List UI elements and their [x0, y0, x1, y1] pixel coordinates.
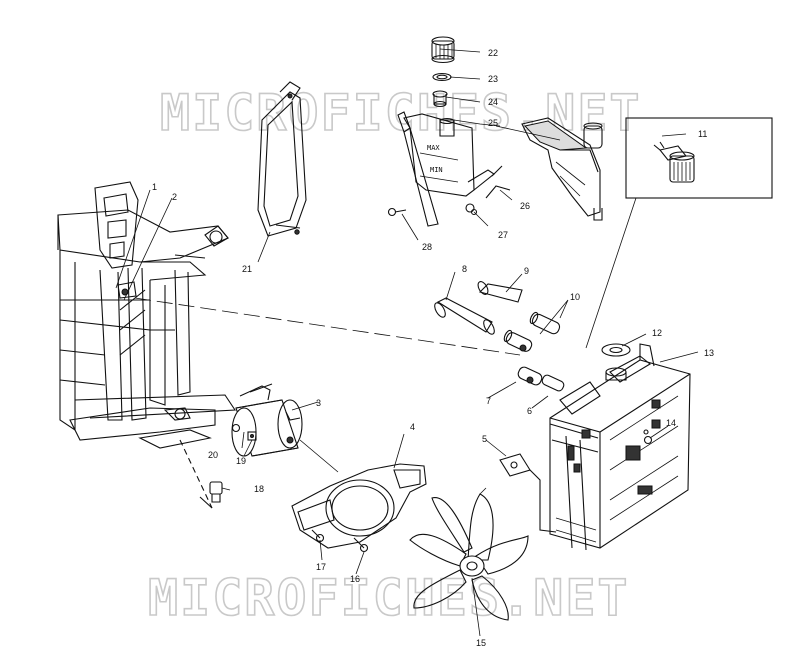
- callout-28: 28: [422, 242, 432, 252]
- callout-24: 24: [488, 97, 498, 107]
- callout-22: 22: [488, 48, 498, 58]
- tank-max-marking: MAX: [427, 144, 440, 152]
- callout-8: 8: [462, 264, 467, 274]
- leader-lines: [115, 48, 699, 637]
- fan-shroud: [291, 463, 427, 549]
- callout-23: 23: [488, 74, 498, 84]
- fan-motor: [231, 383, 339, 473]
- vehicle-frame: [57, 181, 236, 509]
- callout-27: 27: [498, 230, 508, 240]
- callout-5: 5: [482, 434, 487, 444]
- reservoir-cap: [431, 36, 455, 64]
- radiator-bracket: [499, 453, 557, 533]
- callout-7: 7: [486, 396, 491, 406]
- upper-hose: [434, 297, 495, 335]
- callout-19: 19: [236, 456, 246, 466]
- shroud-screw-16: [353, 537, 369, 553]
- frame-bolt: [209, 481, 223, 503]
- hose-clamp-6: [541, 374, 565, 392]
- callout-18: 18: [254, 484, 264, 494]
- hose-clamp-pair: [503, 311, 561, 352]
- callout-11: 11: [698, 129, 707, 139]
- callout-17: 17: [316, 562, 326, 572]
- callout-3: 3: [316, 398, 321, 408]
- lower-hose: [477, 281, 523, 303]
- callout-21: 21: [242, 264, 252, 274]
- callout-25: 25: [488, 118, 498, 128]
- cap-seal: [432, 72, 452, 82]
- radiator-screw: [643, 435, 653, 445]
- watermark-bottom: MICROFICHES.NET: [148, 569, 630, 627]
- callout-4: 4: [410, 422, 415, 432]
- coolant-reservoir: MAX MIN: [397, 111, 495, 227]
- overflow-hose: [485, 165, 511, 199]
- filler-neck: [432, 90, 448, 108]
- callout-10: 10: [570, 292, 580, 302]
- thermostat-housing: [521, 117, 603, 221]
- callout-6: 6: [527, 406, 532, 416]
- shroud-screw-17: [311, 529, 325, 543]
- callout-2: 2: [172, 192, 177, 202]
- callout-26: 26: [520, 201, 530, 211]
- motor-screw: [231, 423, 241, 433]
- callout-9: 9: [524, 266, 529, 276]
- callout-1: 1: [152, 182, 157, 192]
- callout-16: 16: [350, 574, 360, 584]
- mounting-screw: [387, 207, 407, 217]
- radiator-cap: [601, 343, 631, 381]
- fan-switch-inset: [585, 117, 773, 349]
- hose-clamp-small: [465, 203, 478, 216]
- callout-15: 15: [476, 638, 486, 648]
- hose-clamp-7: [517, 366, 543, 386]
- callout-20: 20: [208, 450, 218, 460]
- radiator: [549, 343, 691, 551]
- tank-min-marking: MIN: [430, 166, 443, 174]
- radiator-shroud: [257, 81, 307, 237]
- callout-14: 14: [666, 418, 676, 428]
- part-callouts: 1 2 3 4 5 6 7 8 9 10 11 12 13 14 15 16 1…: [152, 48, 714, 648]
- callout-12: 12: [652, 328, 662, 338]
- callout-13: 13: [704, 348, 714, 358]
